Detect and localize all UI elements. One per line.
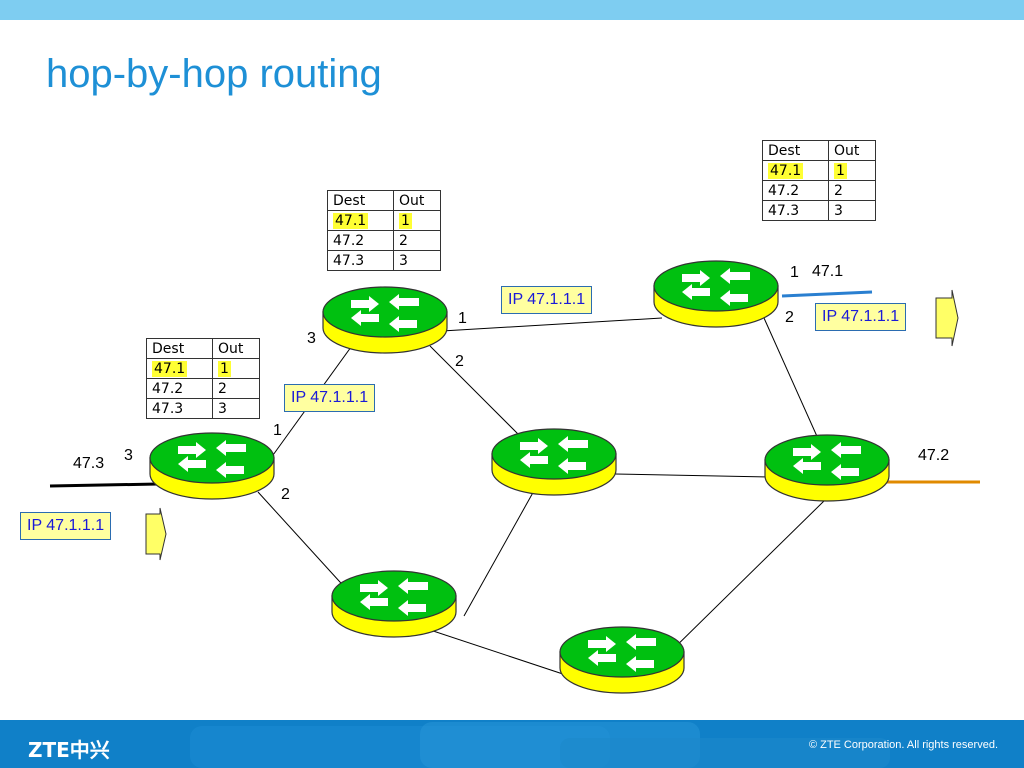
footer-bar: ZTE中兴 © ZTE Corporation. All rights rese…	[0, 720, 1024, 768]
port-label: 3	[307, 330, 316, 347]
table-cell-out: 2	[393, 230, 441, 251]
top-band	[0, 0, 1024, 20]
table-cell-dest: 47.2	[762, 180, 829, 201]
link-top-topright	[441, 317, 663, 332]
table-cell-dest: 47.3	[762, 200, 829, 221]
packet-label-mid: IP 47.1.1.1	[284, 384, 376, 412]
table-cell-out: 2	[828, 180, 876, 201]
slide-title: hop-by-hop routing	[46, 52, 382, 96]
table-header-dest: Dest	[327, 190, 394, 211]
packet-label-left: IP 47.1.1.1	[20, 512, 112, 540]
links	[257, 317, 826, 684]
table-header-dest: Dest	[762, 140, 829, 161]
router-top[interactable]	[322, 286, 448, 354]
port-label: 2	[281, 486, 290, 503]
table-header-out: Out	[393, 190, 441, 211]
table-cell-dest: 47.2	[327, 230, 394, 251]
network-label-47-3: 47.3	[73, 455, 105, 472]
router-bottom-left[interactable]	[331, 570, 457, 638]
table-cell-dest: 47.1	[333, 212, 369, 229]
table-cell-out: 1	[834, 162, 847, 179]
link-center-bottomleft	[463, 479, 541, 617]
table-cell-dest: 47.1	[768, 162, 804, 179]
port-label: 1	[790, 264, 799, 281]
table-cell-out: 2	[212, 378, 260, 399]
table-cell-dest: 47.2	[146, 378, 213, 399]
table-cell-out: 1	[218, 360, 231, 377]
table-cell-out: 1	[399, 212, 412, 229]
router-left[interactable]	[149, 432, 275, 500]
port-label: 3	[124, 447, 133, 464]
network-label-47-2: 47.2	[918, 447, 950, 464]
zte-logo: ZTE中兴	[28, 738, 110, 762]
router-top-right[interactable]	[653, 260, 779, 328]
port-label: 1	[458, 310, 467, 327]
table-cell-out: 3	[393, 250, 441, 271]
table-cell-dest: 47.3	[327, 250, 394, 271]
table-header-dest: Dest	[146, 338, 213, 359]
router-bottom-right[interactable]	[559, 626, 685, 694]
table-header-out: Out	[828, 140, 876, 161]
link-bottomright-right	[661, 499, 826, 661]
table-cell-dest: 47.1	[152, 360, 188, 377]
footer-decoration	[190, 722, 890, 768]
packet-label-top: IP 47.1.1.1	[501, 286, 593, 314]
table-cell-out: 3	[212, 398, 260, 419]
table-header-out: Out	[212, 338, 260, 359]
net-47-1-link	[781, 290, 873, 298]
net-47-3-link	[49, 482, 159, 488]
table-cell-dest: 47.3	[146, 398, 213, 419]
port-label: 2	[455, 353, 464, 370]
router-right[interactable]	[764, 434, 890, 502]
router-center[interactable]	[491, 428, 617, 496]
footer-copyright: © ZTE Corporation. All rights reserved.	[808, 739, 998, 751]
table-cell-out: 3	[828, 200, 876, 221]
network-label-47-1: 47.1	[812, 263, 844, 280]
link-top-center	[429, 345, 529, 445]
link-topright-right	[763, 317, 825, 453]
packet-arrow-left	[145, 507, 167, 561]
packet-label-right: IP 47.1.1.1	[815, 303, 907, 331]
port-label: 1	[273, 422, 282, 439]
packet-arrow-right	[935, 289, 959, 347]
port-label: 2	[785, 309, 794, 326]
link-center-right	[614, 473, 771, 478]
